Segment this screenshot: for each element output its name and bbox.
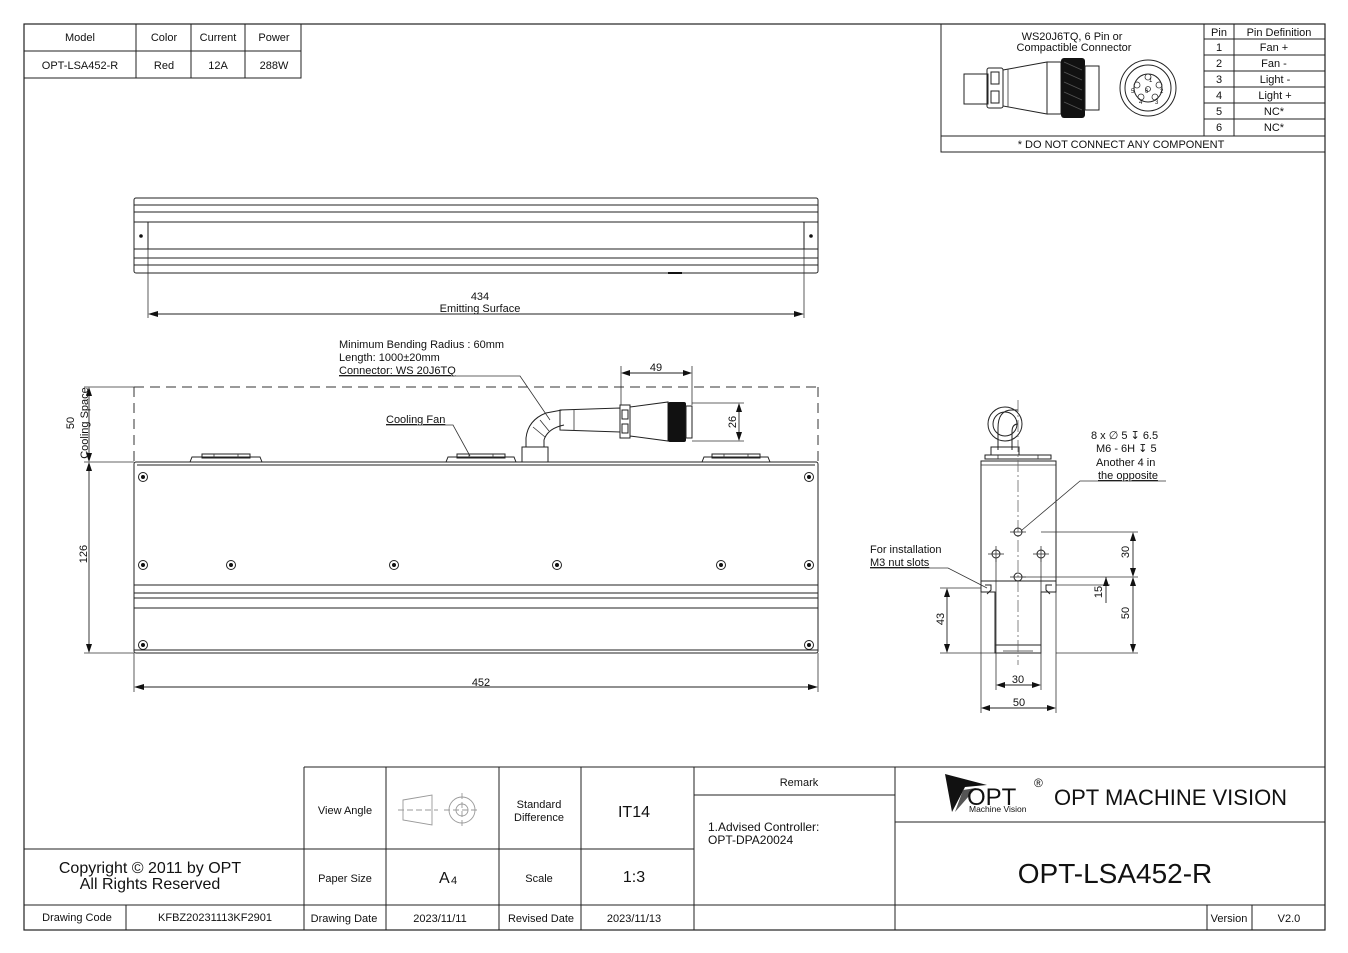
- face-pin-5: 5: [1131, 89, 1135, 95]
- side-holes: [988, 527, 1049, 582]
- scale-label: Scale: [525, 873, 553, 885]
- front-screws: [138, 472, 814, 650]
- paper-size-sub: 4: [451, 875, 457, 887]
- face-pin-4: 4: [1139, 100, 1143, 106]
- face-pin-1: 1: [1149, 78, 1153, 84]
- cable-note-length: Length: 1000±20mm: [339, 352, 440, 364]
- connector-title-1: WS20J6TQ, 6 Pin or: [1022, 31, 1123, 43]
- scale-value: 1:3: [623, 869, 645, 886]
- spec-header-model: Model: [65, 32, 95, 44]
- drawing-code: KFBZ20231113KF2901: [158, 912, 272, 924]
- pin-4-number: 4: [1216, 90, 1222, 102]
- pin-2-number: 2: [1216, 58, 1222, 70]
- spec-model: OPT-LSA452-R: [42, 60, 118, 72]
- side-view: 8 x ∅ 5 ↧ 6.5 M6 - 6H ↧ 5 Another 4 in t…: [870, 400, 1166, 713]
- cable-and-connector: [521, 401, 693, 463]
- face-pin-2: 2: [1160, 89, 1164, 95]
- tolerance-value: IT14: [618, 804, 650, 821]
- pin-5-number: 5: [1216, 106, 1222, 118]
- connector-note: * DO NOT CONNECT ANY COMPONENT: [1018, 139, 1225, 151]
- pin-1-def: Fan +: [1260, 42, 1288, 54]
- spec-color: Red: [154, 60, 174, 72]
- hole-note-3: Another 4 in: [1096, 457, 1155, 469]
- cooling-space-label: Cooling Space: [79, 387, 91, 459]
- sheet-border: [23, 23, 1326, 931]
- side-dim-43: 43: [935, 613, 947, 625]
- front-view: Minimum Bending Radius : 60mm Length: 10…: [65, 339, 819, 692]
- pin-2-def: Fan -: [1261, 58, 1287, 70]
- top-dim-label: Emitting Surface: [440, 303, 521, 315]
- opt-logo: OPT ® Machine Vision: [945, 774, 1043, 814]
- pin-4-def: Light +: [1258, 90, 1291, 102]
- spec-header-current: Current: [200, 32, 237, 44]
- copyright-line-1: Copyright © 2011 by OPT: [59, 860, 241, 877]
- cable-note-connector: Connector: WS 20J6TQ: [339, 365, 456, 377]
- pin-header: Pin: [1211, 27, 1227, 39]
- face-pin-3: 3: [1155, 100, 1159, 106]
- standard-difference-2: Difference: [514, 812, 564, 824]
- dim-452: 452: [472, 677, 490, 689]
- connector-box: WS20J6TQ, 6 Pin or Compactible Connector…: [940, 23, 1326, 153]
- dim-126: 126: [78, 545, 90, 563]
- view-angle-icon: [398, 793, 480, 827]
- logo-reg: ®: [1034, 776, 1043, 790]
- top-view: 434 Emitting Surface: [133, 197, 819, 318]
- side-dim-30h: 30: [1012, 674, 1024, 686]
- hole-note-2: M6 - 6H ↧ 5: [1096, 443, 1157, 455]
- pin-6-def: NC*: [1264, 122, 1285, 134]
- connector-title-2: Compactible Connector: [1017, 42, 1132, 54]
- pin-3-number: 3: [1216, 74, 1222, 86]
- logo-text: OPT: [967, 784, 1017, 811]
- top-dim-434: 434: [471, 291, 489, 303]
- hole-note-1: 8 x ∅ 5 ↧ 6.5: [1091, 430, 1158, 442]
- side-dim-15: 15: [1093, 586, 1105, 598]
- revised-date: 2023/11/13: [607, 913, 661, 925]
- copyright-line-2: All Rights Reserved: [80, 876, 221, 893]
- pin-6-number: 6: [1216, 122, 1222, 134]
- remark-line-1: 1.Advised Controller:: [708, 820, 819, 834]
- install-note-1: For installation: [870, 544, 942, 556]
- drawing-code-label: Drawing Code: [42, 912, 112, 924]
- standard-difference-1: Standard: [517, 799, 562, 811]
- version-label: Version: [1211, 913, 1248, 925]
- revised-date-label: Revised Date: [508, 913, 574, 925]
- face-pin-6: 6: [1145, 89, 1149, 95]
- spec-header-color: Color: [151, 32, 178, 44]
- spec-power: 288W: [260, 60, 289, 72]
- connector-face-drawing: 1 2 3 4 5 6: [1119, 59, 1177, 117]
- cooling-fan-label: Cooling Fan: [386, 414, 445, 426]
- spec-table: Model Color Current Power OPT-LSA452-R R…: [23, 23, 302, 79]
- dim-49: 49: [650, 362, 662, 374]
- side-dim-50v: 50: [1120, 607, 1132, 619]
- pin-1-number: 1: [1216, 42, 1222, 54]
- part-number: OPT-LSA452-R: [1018, 858, 1213, 889]
- connector-side-drawing: [963, 58, 1100, 118]
- side-dim-30v: 30: [1120, 546, 1132, 558]
- title-block: Copyright © 2011 by OPT All Rights Reser…: [24, 766, 1325, 930]
- paper-size: A: [439, 870, 450, 887]
- drawing-date: 2023/11/11: [413, 913, 466, 925]
- install-note-2: M3 nut slots: [870, 557, 930, 569]
- spec-current: 12A: [208, 60, 228, 72]
- logo-sub: Machine Vision: [969, 804, 1027, 814]
- dim-cooling-50: 50: [65, 417, 77, 429]
- remark-line-2: OPT-DPA20024: [708, 833, 793, 847]
- side-dim-50h: 50: [1013, 697, 1025, 709]
- spec-header-power: Power: [258, 32, 290, 44]
- version-value: V2.0: [1278, 913, 1301, 925]
- remark-label: Remark: [780, 777, 819, 789]
- company-name: OPT MACHINE VISION: [1054, 785, 1287, 810]
- pin-5-def: NC*: [1264, 106, 1285, 118]
- pin-3-def: Light -: [1260, 74, 1291, 86]
- pin-def-header: Pin Definition: [1247, 27, 1312, 39]
- paper-size-label: Paper Size: [318, 873, 372, 885]
- dim-26: 26: [727, 416, 739, 428]
- drawing-date-label: Drawing Date: [311, 913, 378, 925]
- cooling-fans: [189, 453, 771, 463]
- hole-note-4: the opposite: [1098, 470, 1158, 482]
- view-angle-label: View Angle: [318, 805, 372, 817]
- cable-note-bending: Minimum Bending Radius : 60mm: [339, 339, 504, 351]
